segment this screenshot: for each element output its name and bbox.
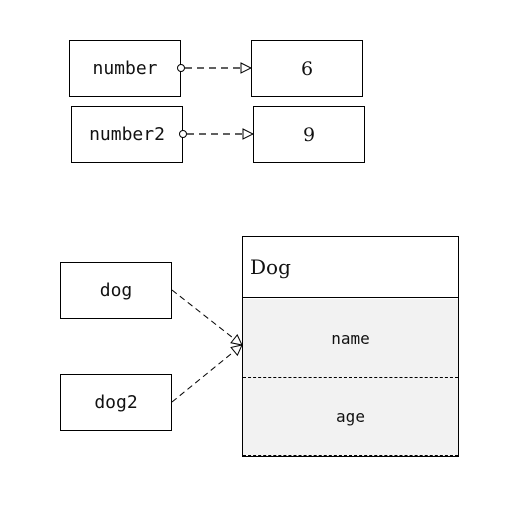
variable-number-label: number bbox=[92, 58, 158, 79]
arrow-origin-dot bbox=[177, 64, 185, 72]
dog-class-title: Dog bbox=[243, 237, 458, 298]
variable-dog-box: dog bbox=[60, 262, 172, 319]
arrow-number2-to-9 bbox=[179, 130, 254, 138]
field-name: name bbox=[243, 299, 458, 378]
arrow-dog2-to-object bbox=[171, 345, 242, 403]
variable-number2-box: number2 bbox=[71, 106, 183, 163]
field-age-label: age bbox=[336, 407, 365, 426]
variable-number2-label: number2 bbox=[89, 124, 165, 145]
dog-object-box: Dog name age bbox=[242, 236, 459, 457]
variable-dog-label: dog bbox=[99, 280, 133, 301]
value-6-label: 6 bbox=[300, 57, 314, 80]
field-age: age bbox=[243, 378, 458, 456]
variable-number-box: number bbox=[69, 40, 181, 97]
arrow-number-to-6 bbox=[177, 64, 252, 72]
field-name-label: name bbox=[331, 328, 370, 348]
value-9-label: 9 bbox=[302, 123, 316, 146]
variable-dog2-label: dog2 bbox=[94, 392, 138, 413]
variable-dog2-box: dog2 bbox=[60, 374, 172, 431]
arrow-dog-to-object bbox=[171, 289, 242, 345]
value-9-box: 9 bbox=[253, 106, 365, 163]
arrow-origin-dot bbox=[179, 130, 187, 138]
